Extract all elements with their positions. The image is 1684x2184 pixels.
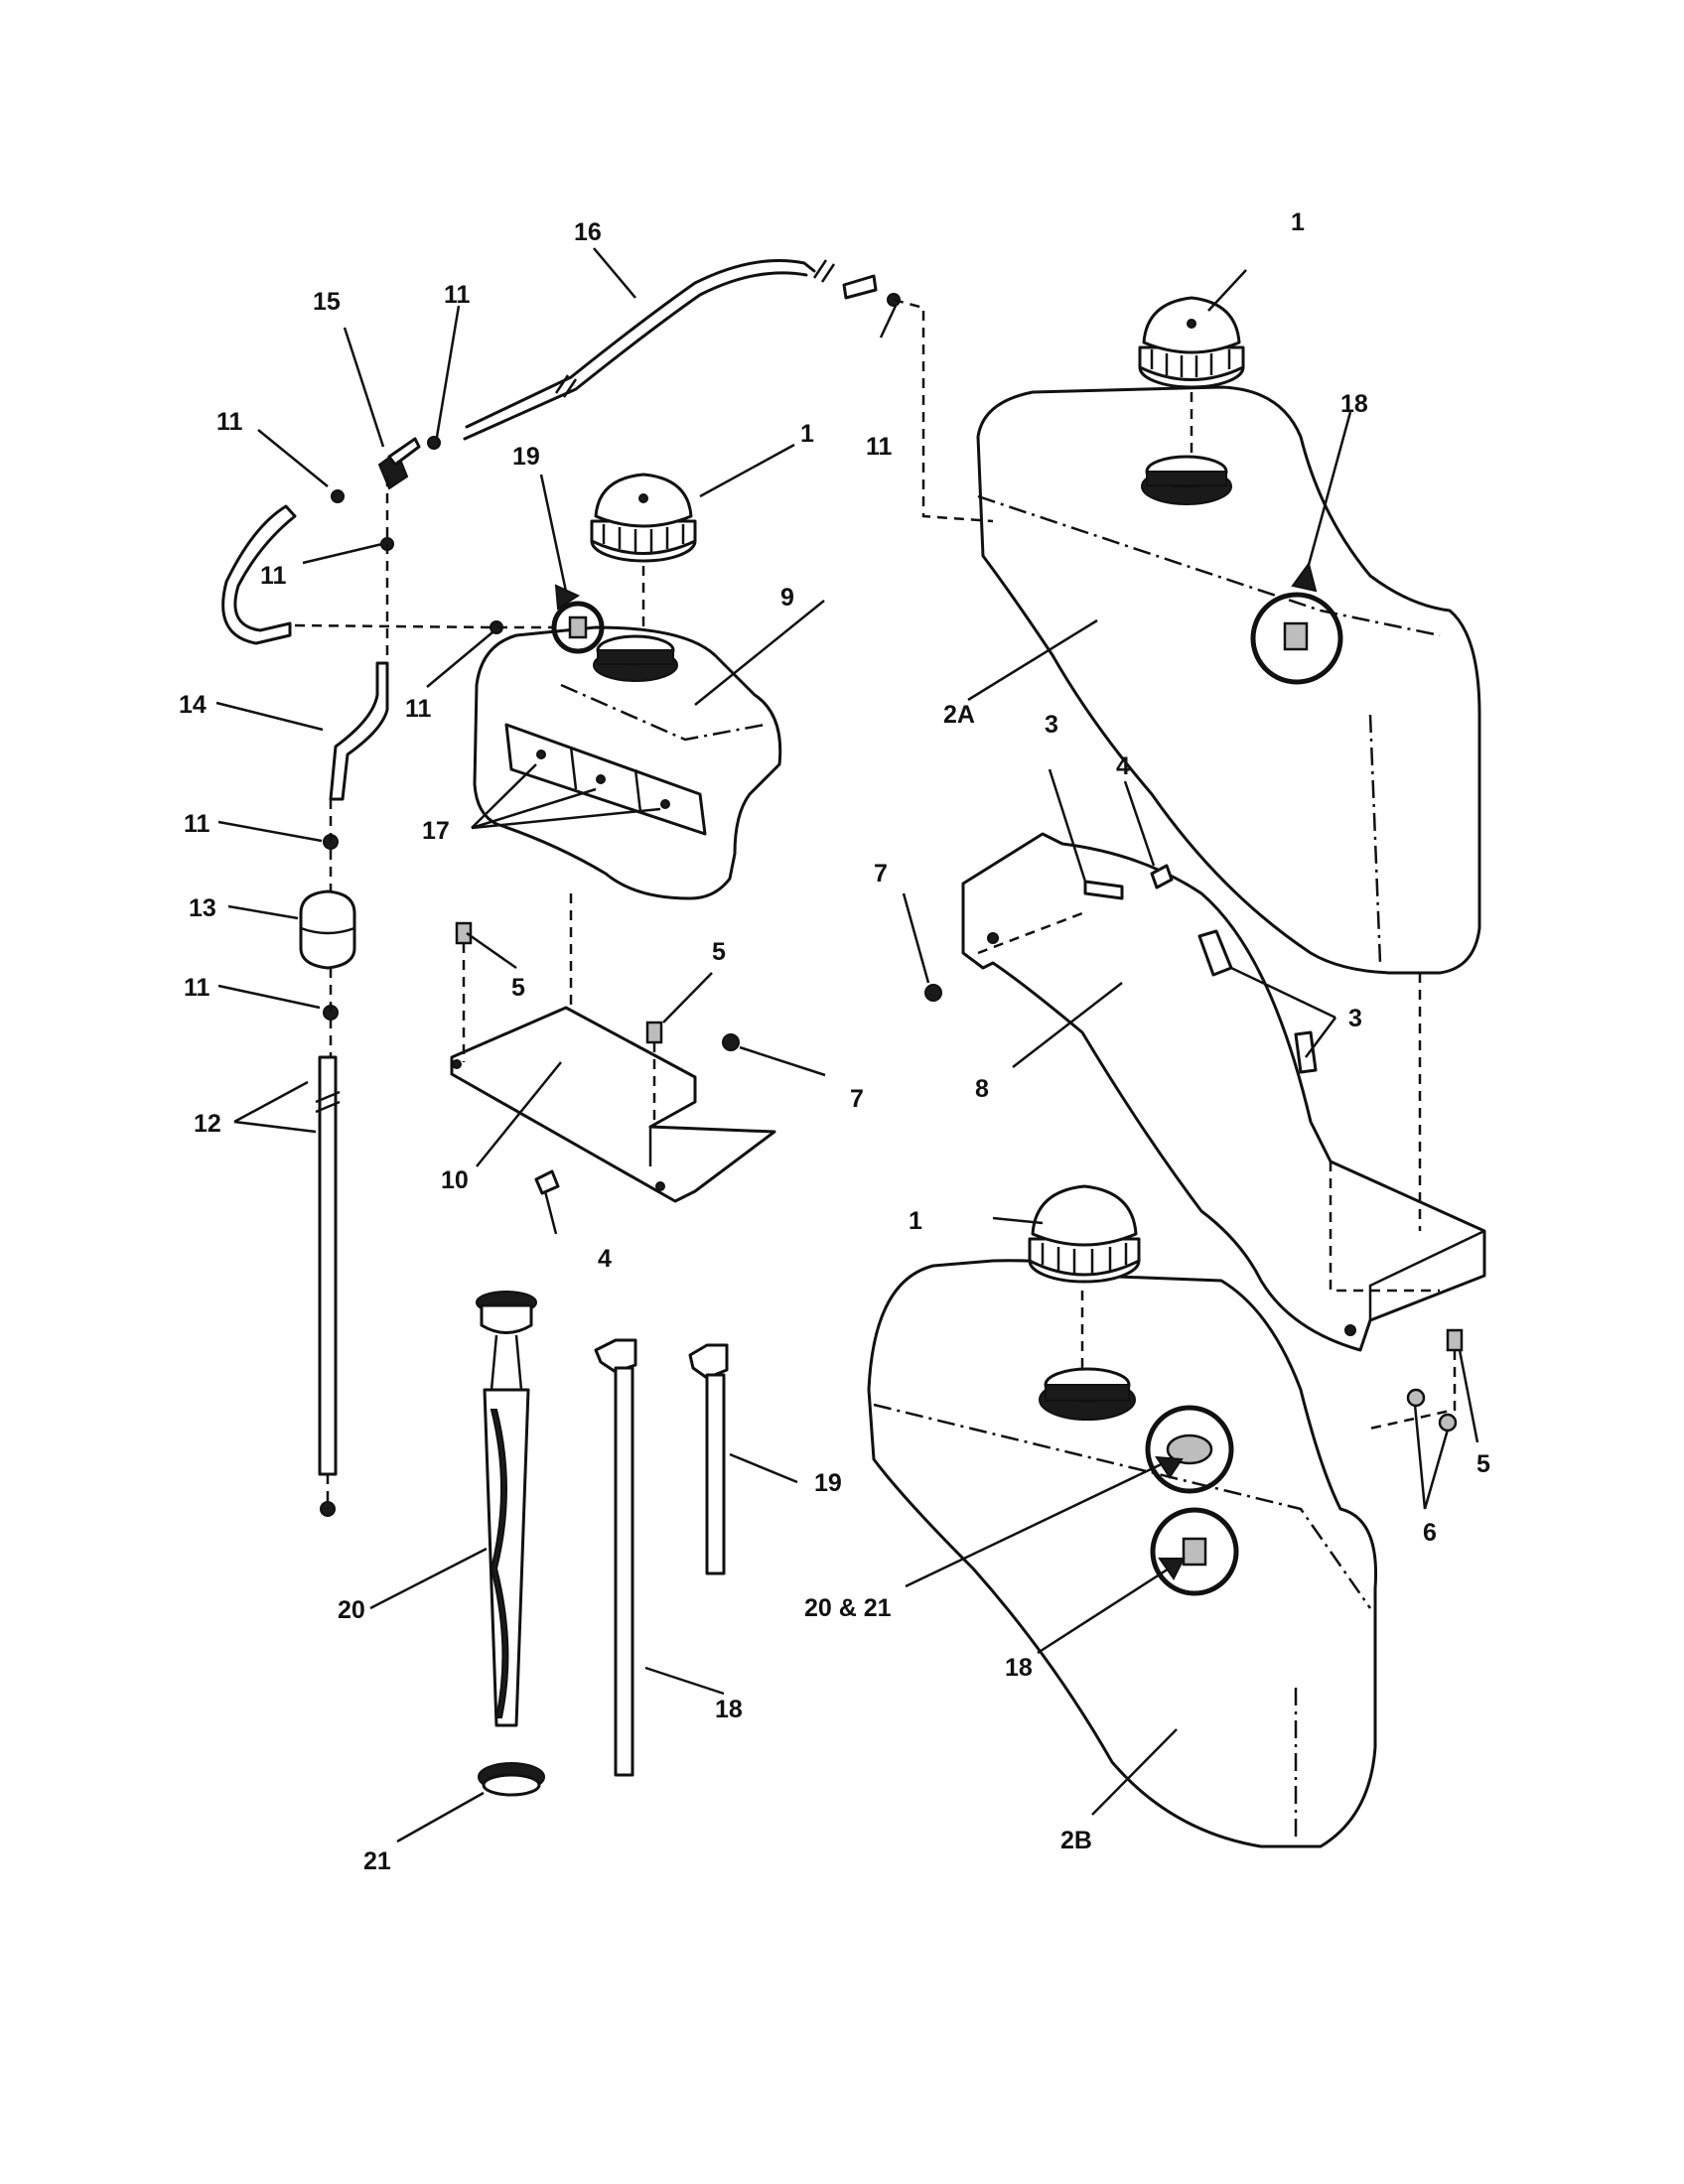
pickup-tube-18 [594, 1338, 637, 1777]
callout-11-f: 11 [184, 810, 210, 838]
rubber-pads-3 [1083, 880, 1318, 1074]
leader-arrowheads [554, 561, 1318, 1580]
callout-3-top: 3 [1045, 711, 1058, 739]
fuel-tube-12 [315, 1055, 341, 1476]
fuel-hose-14 [221, 504, 297, 645]
callout-15: 15 [313, 288, 341, 316]
callout-21: 21 [363, 1847, 391, 1875]
callout-7-right: 7 [850, 1085, 864, 1113]
callout-19-mid: 19 [814, 1469, 842, 1497]
callout-5-mid: 5 [712, 938, 726, 966]
fuel-tank-2a [976, 385, 1481, 975]
callout-labels: 1 1 1 2A 2B 3 3 4 4 5 5 5 6 7 7 8 9 10 1… [179, 208, 1490, 1875]
fuel-cap-top-right [1138, 296, 1245, 389]
tank-support-bracket-8 [961, 832, 1486, 1352]
callout-11-e: 11 [405, 695, 432, 723]
fuel-tank-2b [867, 1259, 1378, 1848]
fuel-cap-bottom [1028, 1184, 1141, 1284]
callout-18-bottom: 18 [1005, 1654, 1033, 1682]
callout-4-top: 4 [1116, 752, 1130, 780]
callout-4-bottom: 4 [598, 1245, 612, 1273]
callout-12: 12 [194, 1110, 221, 1138]
callout-1-middle: 1 [800, 420, 814, 448]
pickup-tube-19 [688, 1343, 729, 1575]
callout-8: 8 [975, 1075, 989, 1103]
callout-13: 13 [189, 894, 216, 922]
callout-20-and-21: 20 & 21 [804, 1594, 892, 1622]
callout-16: 16 [574, 218, 602, 246]
callout-17: 17 [422, 817, 450, 845]
callout-14: 14 [179, 691, 207, 719]
hardware-bolts-4 [534, 864, 1174, 1195]
fuel-tank-2b-sender-opening [1145, 1405, 1234, 1494]
callout-1-bottom: 1 [909, 1207, 922, 1235]
callout-11-d: 11 [866, 433, 893, 461]
fuel-sending-unit-20 [476, 1291, 537, 1727]
callout-9: 9 [780, 584, 794, 612]
callout-7-left: 7 [874, 860, 888, 887]
gasket-21 [478, 1762, 545, 1797]
fuel-tank-9 [473, 625, 782, 900]
callout-11-c: 11 [260, 562, 287, 590]
callout-11-b: 11 [444, 281, 471, 309]
hardware-bolts-6 [1406, 1388, 1458, 1433]
callout-19-top: 19 [512, 443, 540, 471]
callout-2b: 2B [1060, 1827, 1092, 1854]
callout-18-mid: 18 [715, 1696, 743, 1723]
tank-bracket-10 [450, 1006, 776, 1203]
assembly-lines [294, 298, 1457, 1509]
callout-2a: 2A [943, 701, 975, 729]
fuel-cap-middle [590, 473, 697, 563]
fuel-filter-13 [299, 889, 356, 970]
callout-5-right: 5 [1476, 1450, 1490, 1478]
hardware-nuts-7 [722, 984, 942, 1051]
callout-11-a: 11 [216, 408, 243, 436]
callout-10: 10 [441, 1166, 469, 1194]
fuel-hose-upper-filter [329, 661, 389, 801]
fuel-line-16 [463, 259, 878, 441]
callout-6: 6 [1423, 1519, 1437, 1547]
callout-3-right: 3 [1348, 1005, 1362, 1032]
callout-20: 20 [338, 1596, 365, 1624]
callout-1-top-right: 1 [1291, 208, 1305, 236]
fuel-tank-2a-outlet-fitting [1250, 592, 1343, 685]
fuel-tank-2b-outlet-fitting [1150, 1507, 1239, 1596]
callout-18-top: 18 [1340, 390, 1368, 418]
callout-5-left: 5 [511, 974, 525, 1002]
callout-11-g: 11 [184, 974, 210, 1002]
leader-lines [215, 247, 1479, 1843]
fuel-shutoff-valve-15 [377, 437, 421, 490]
